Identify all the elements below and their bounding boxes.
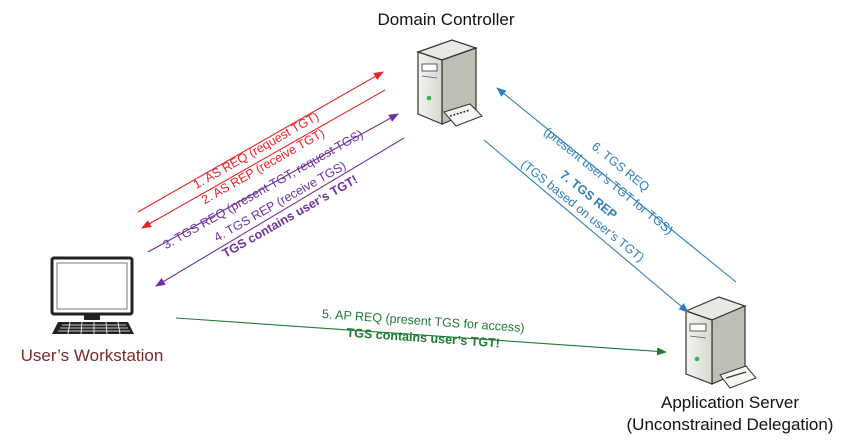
workstation-computer-icon (50, 256, 134, 335)
arrow-tgs-req (147, 113, 399, 253)
app-server-label-line2: (Unconstrained Delegation) (627, 415, 834, 434)
workstation-label: User’s Workstation (21, 346, 164, 365)
arrow-as-rep (141, 89, 386, 229)
domain-controller-server-icon (416, 39, 483, 127)
domain-controller-label: Domain Controller (378, 10, 515, 29)
arrow-tgs-rep (155, 137, 405, 287)
arrow-as-req (137, 71, 384, 213)
arrow-tgs-req-6 (496, 87, 737, 283)
app-server-label-line1: Application Server (661, 393, 799, 412)
arrow-ap-req (175, 317, 667, 356)
arrow-tgs-rep-7 (483, 139, 689, 313)
app-server-icon (684, 296, 757, 389)
